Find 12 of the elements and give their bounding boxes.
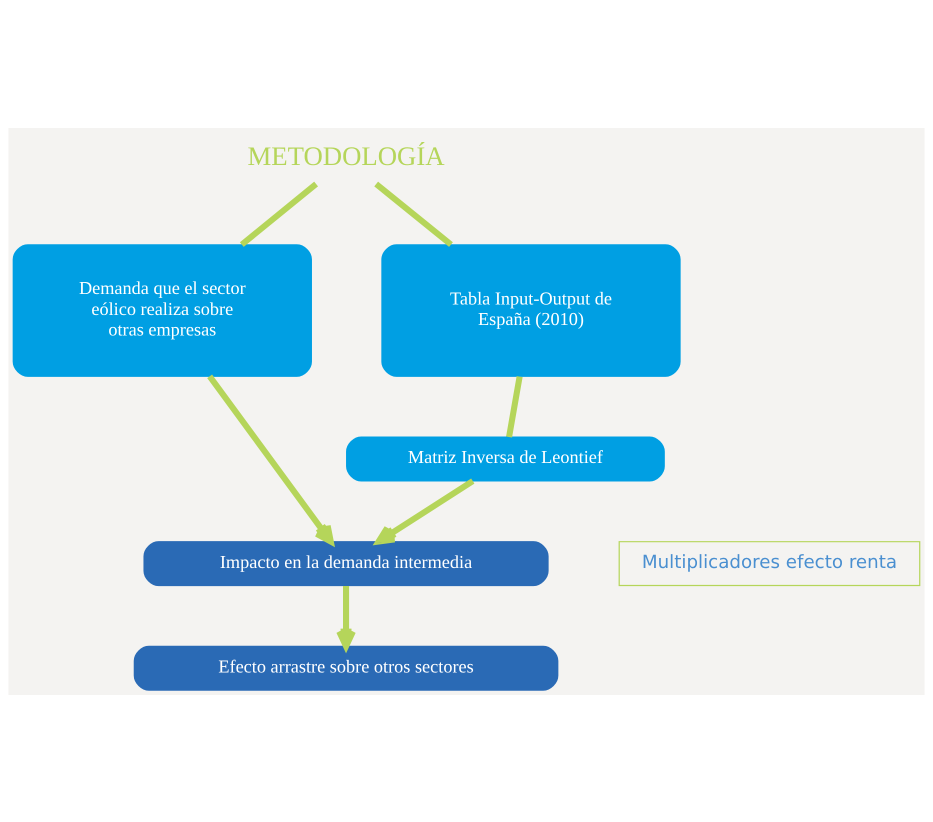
connector: [374, 181, 453, 246]
node-box: Demanda que el sector eólico realiza sobre otras empresas: [12, 244, 312, 376]
node-box: Impacto en la demanda intermedia: [143, 540, 549, 586]
node-box: Tabla Input-Output de España (2010): [381, 244, 681, 376]
node-box: Multiplicadores efecto renta: [618, 540, 920, 586]
node-text: METODOLOGÍA: [247, 140, 445, 171]
connector: [240, 181, 318, 246]
connector: [506, 376, 523, 438]
node-box: Efecto arrastre sobre otros sectores: [134, 645, 558, 690]
node-box: Matriz Inversa de Leontief: [346, 436, 665, 481]
arrow: [207, 374, 334, 544]
arrow: [375, 478, 474, 544]
